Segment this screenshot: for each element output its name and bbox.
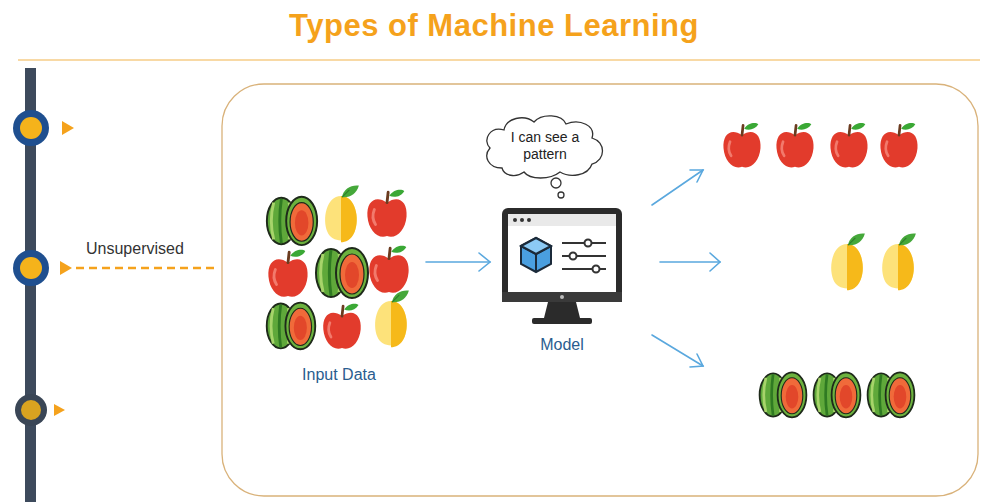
node-text: Model <box>494 335 630 354</box>
flow-arrow <box>426 253 490 271</box>
input-group: Input Data <box>256 178 422 384</box>
model-box: Model <box>494 204 630 354</box>
category-label: Unsupervised <box>86 240 184 258</box>
node-text: I can see a pattern <box>504 129 586 163</box>
timeline-dot <box>13 110 74 426</box>
node-text: Input Data <box>256 365 422 384</box>
monitor-icon <box>502 208 622 324</box>
title: Types of Machine Learning <box>0 8 988 44</box>
thought-cloud: I can see a pattern <box>480 112 610 180</box>
